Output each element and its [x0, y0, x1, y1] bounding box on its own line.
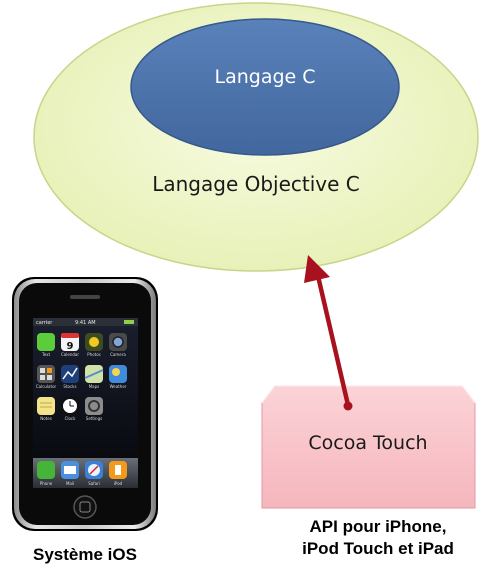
- svg-text:Mail: Mail: [66, 481, 74, 486]
- svg-text:Stocks: Stocks: [63, 384, 76, 389]
- dependency-arrow: [304, 255, 353, 411]
- app-grid: 9: [37, 333, 127, 415]
- svg-text:Photos: Photos: [87, 352, 101, 357]
- svg-text:iPod: iPod: [114, 481, 123, 486]
- svg-text:Calculator: Calculator: [36, 384, 57, 389]
- svg-text:Clock: Clock: [65, 416, 77, 421]
- cocoa-touch-label: Cocoa Touch: [308, 432, 428, 454]
- svg-text:Camera: Camera: [110, 352, 126, 357]
- home-button: [73, 495, 97, 519]
- status-time: 9:41 AM: [75, 320, 96, 326]
- c-language-ellipse: [130, 18, 400, 156]
- svg-text:Notes: Notes: [40, 416, 52, 421]
- calendar-day: 9: [67, 341, 74, 352]
- status-carrier: carrier: [36, 320, 53, 326]
- api-caption-line-1: API pour iPhone,: [309, 517, 447, 536]
- api-caption-line-2: iPod Touch et iPad: [302, 539, 454, 558]
- svg-text:Text: Text: [41, 352, 51, 357]
- svg-text:Settings: Settings: [86, 416, 102, 421]
- svg-text:Calendar: Calendar: [61, 352, 79, 357]
- svg-text:Safari: Safari: [88, 481, 100, 486]
- ios-caption: Système iOS: [33, 545, 137, 564]
- iphone-illustration: carrier 9:41 AM 9: [12, 277, 158, 531]
- dock-labels: Phone Mail Safari iPod: [40, 481, 123, 486]
- objective-c-label: Langage Objective C: [152, 172, 360, 196]
- svg-text:Weather: Weather: [110, 384, 127, 389]
- app-labels: Text Calendar Photos Camera Calculator S…: [36, 352, 127, 421]
- svg-text:Maps: Maps: [89, 384, 100, 389]
- api-caption: API pour iPhone, iPod Touch et iPad: [268, 516, 488, 560]
- dock-icons: [37, 461, 127, 479]
- c-language-label: Langage C: [214, 66, 316, 88]
- svg-text:Phone: Phone: [40, 481, 53, 486]
